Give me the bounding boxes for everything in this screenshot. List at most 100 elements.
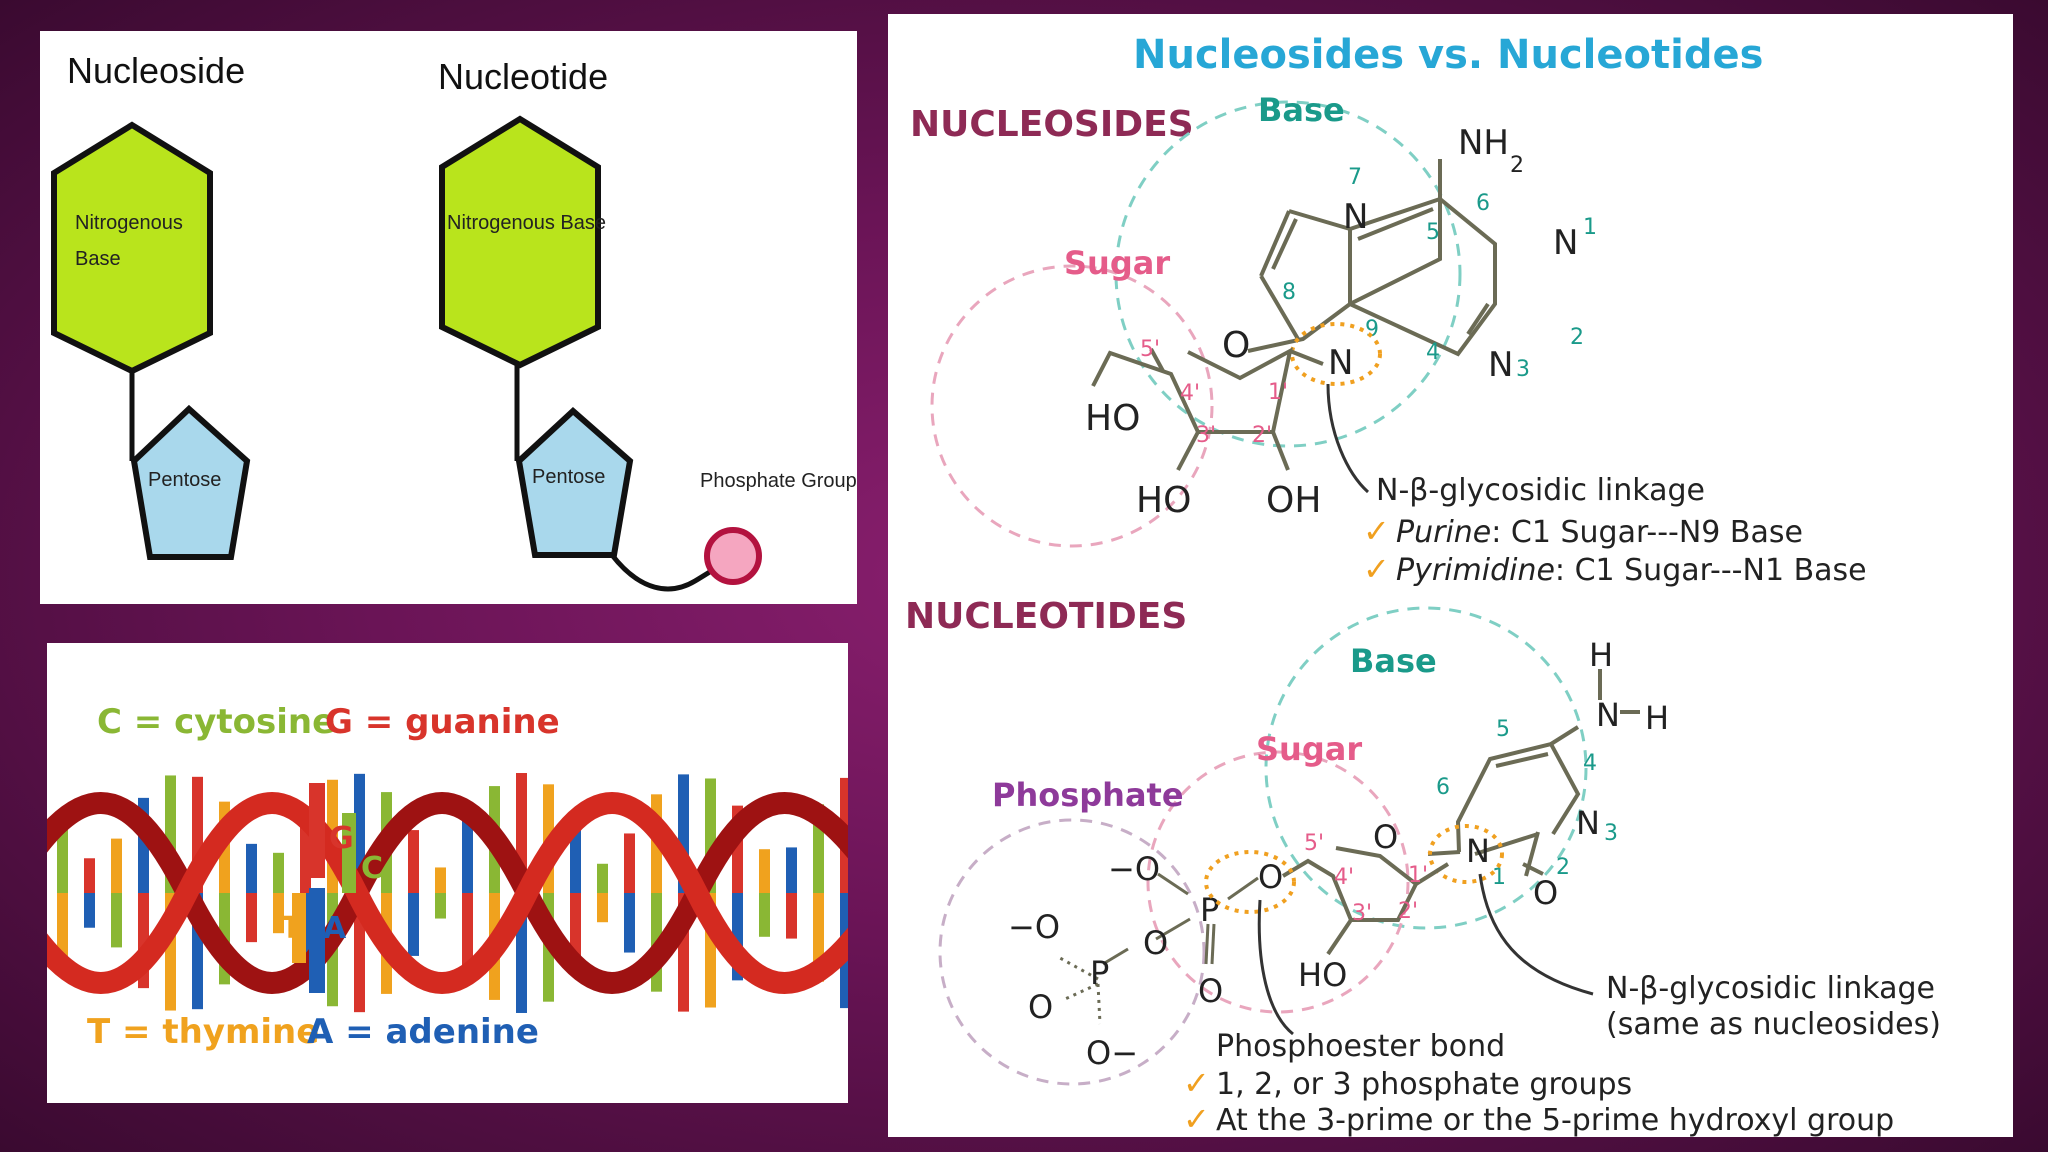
rung-bottom	[705, 893, 716, 1008]
rung-top	[705, 778, 716, 893]
phosphate-group-label: Phosphate Group	[700, 470, 857, 492]
ribose-num-3p: 3'	[1196, 423, 1216, 448]
rung-bottom	[138, 893, 149, 989]
hydroxyl-check: ✓	[1183, 1100, 1210, 1137]
rung-top	[759, 849, 770, 893]
ribose-ho-3: HO	[1136, 480, 1191, 521]
nucleoside-sugar-label: Sugar	[1064, 244, 1170, 282]
cytosine-num-5: 5	[1496, 717, 1510, 742]
rung-bottom	[57, 893, 68, 974]
phosphate-o-bridge: O	[1258, 858, 1283, 896]
purine-num-6: 6	[1476, 191, 1490, 216]
nucleoside-nucleotide-panel: Nucleoside Nucleotide Nitrogenous Base P…	[40, 31, 857, 604]
guanine-legend: G = guanine	[325, 702, 560, 742]
rung-bottom	[597, 893, 608, 923]
rung-bottom	[435, 893, 446, 919]
pyrimidine-check: ✓	[1363, 550, 1390, 588]
ribose-ho-5: HO	[1085, 398, 1140, 439]
pyrimidine-rest: : C1 Sugar---N1 Base	[1555, 553, 1867, 588]
rung-bottom	[192, 893, 203, 1010]
nucleotide-num-3p: 3'	[1352, 901, 1372, 926]
nucleotide-ring-o: O	[1373, 818, 1398, 856]
purine-num-8: 8	[1282, 280, 1296, 305]
nucleotide-base-circle	[1264, 606, 1588, 930]
cytosine-num-1: 1	[1492, 865, 1506, 890]
nucleotide-base-label: Nitrogenous Base	[447, 212, 606, 234]
phosphate-o-bottom: O	[1198, 972, 1223, 1010]
nucleoside-title: Nucleoside	[67, 50, 245, 91]
nucleotide-base-hexagon	[439, 115, 601, 369]
rung-top	[300, 808, 311, 893]
purine-name: Purine	[1396, 515, 1491, 550]
cytosine-o2: O	[1533, 874, 1558, 912]
rung-top	[678, 774, 689, 893]
purine-ring-bonds	[1247, 159, 1497, 357]
cytosine-num-6: 6	[1436, 775, 1450, 800]
cytosine-n4: N	[1596, 696, 1620, 734]
nucleotide-phosphate-label: Phosphate	[992, 776, 1184, 814]
purine-num-4: 4	[1426, 340, 1440, 365]
nucleotide-num-1p: 1'	[1408, 863, 1428, 888]
nucleotide-glycosidic-pointer	[1478, 873, 1594, 996]
cytosine-num-3: 3	[1604, 821, 1618, 846]
thymine-legend: T = thymine	[87, 1012, 319, 1052]
nucleotide-sugar-circle	[1146, 750, 1410, 1014]
phosphoester-highlight	[1204, 850, 1296, 914]
rung-bottom	[570, 893, 581, 969]
ribose-oh-2: OH	[1266, 480, 1321, 521]
purine-n9: N	[1328, 343, 1353, 383]
nucleotide-num-2p: 2'	[1398, 899, 1418, 924]
highlight-gc-strand-g	[309, 783, 325, 878]
rung-bottom	[813, 893, 824, 982]
highlight-t-bar	[292, 893, 306, 963]
cytosine-h-right: H	[1645, 699, 1669, 737]
highlight-c-bar	[342, 813, 356, 893]
rung-top	[111, 838, 122, 893]
phosphate-o-left: O	[1028, 988, 1053, 1026]
rung-top	[246, 843, 257, 893]
helix-letter-t: T	[281, 911, 302, 946]
rung-top	[597, 863, 608, 893]
purine-atoms: N N N N NH 2	[1328, 123, 1578, 385]
nucleosides-heading: NUCLEOSIDES	[910, 104, 1194, 145]
ribose-ring-o: O	[1222, 325, 1250, 366]
phosphate-o-neg-top: −O	[1108, 850, 1160, 888]
ribose-num-2p: 2'	[1252, 423, 1272, 448]
purine-numbers: 1 2 3 4 5 6 7 8 9	[1282, 165, 1597, 382]
pyrimidine-name: Pyrimidine	[1396, 553, 1555, 588]
nucleotides-heading: NUCLEOTIDES	[905, 596, 1187, 637]
ribose-num-1p: 1'	[1268, 380, 1288, 405]
nucleotide-pentose-label: Pentose	[532, 466, 605, 488]
helix-letter-a: A	[323, 911, 347, 946]
purine-n1: N	[1553, 223, 1578, 263]
rung-bottom	[84, 893, 95, 928]
rung-top	[273, 852, 284, 893]
nucleotide-base-label: Base	[1350, 642, 1437, 680]
phosphate-atoms: P P O −O O O −O O O−	[1008, 850, 1283, 1072]
nucleoside-sugar-circle	[930, 264, 1214, 548]
rung-bottom	[462, 893, 473, 966]
nucleotide-pentose-pentagon	[515, 406, 634, 558]
nucleotide-ribose-atoms: O HO	[1298, 818, 1398, 994]
purine-num-2: 2	[1570, 325, 1584, 350]
nucleoside-base-label-line1: Nitrogenous	[75, 212, 183, 234]
nucleoside-base-hexagon	[51, 121, 213, 375]
rung-bottom	[624, 893, 635, 953]
nucleotide-sugar-label: Sugar	[1256, 730, 1362, 768]
rung-bottom	[111, 893, 122, 948]
dna-helix-panel: C = cytosine G = guanine T = thymine A =…	[47, 643, 848, 1103]
phosphate-o-neg-bottom: O−	[1086, 1034, 1138, 1072]
rung-bottom	[732, 893, 743, 981]
highlight-gc-strand-a	[309, 888, 325, 993]
nucleotide-glycosidic-highlight	[1428, 824, 1504, 884]
nucleotide-glycosidic-label: N-β-glycosidic linkage	[1606, 971, 1935, 1006]
rung-top	[435, 867, 446, 893]
helix-letter-c: C	[361, 851, 383, 886]
nucleoside-pentose-label: Pentose	[148, 469, 221, 491]
phosphoester-pointer	[1257, 899, 1294, 1036]
purine-line: Purine: C1 Sugar---N9 Base	[1396, 515, 1803, 550]
rung-bottom	[759, 893, 770, 937]
purine-num-7: 7	[1348, 165, 1362, 190]
rung-bottom	[678, 893, 689, 1012]
nucleoside-glycosidic-highlight	[1290, 322, 1382, 386]
